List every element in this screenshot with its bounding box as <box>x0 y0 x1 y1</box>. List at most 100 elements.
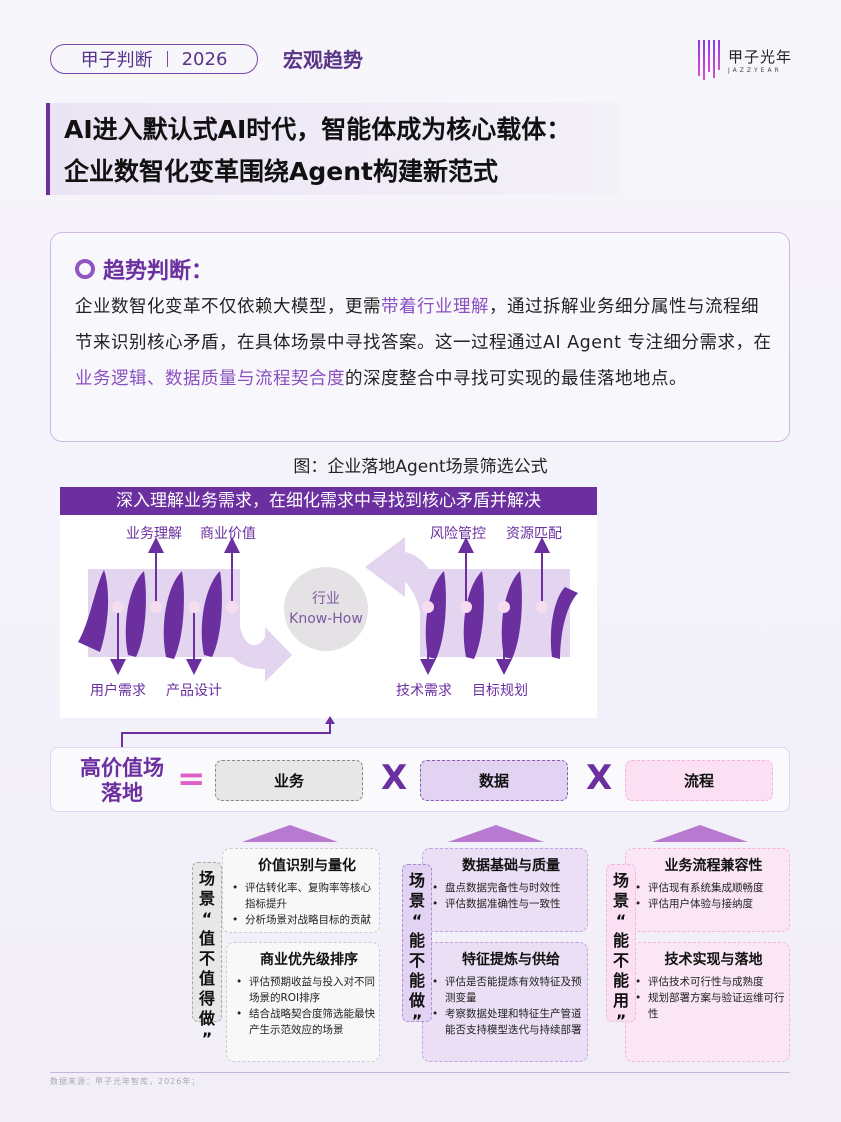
side-char: ” <box>201 1029 213 1048</box>
know-how-circle: 行业 Know-How <box>284 567 368 651</box>
spiral-graphic <box>78 537 578 682</box>
trend-heading: 趋势判断： <box>75 253 213 285</box>
card-item: 考察数据处理和特征生产管道能否支持模型迭代与持续部署 <box>432 1006 583 1038</box>
side-label-worth: 场景“值不值得做” <box>192 862 222 1048</box>
factor-process: 流程 <box>625 760 773 801</box>
page-title: AI进入默认式AI时代，智能体成为核心载体： 企业数智化变革围绕Agent构建新… <box>46 103 620 195</box>
side-char: 能 <box>408 971 425 990</box>
label-top: 风险管控 <box>430 526 486 542</box>
card-title: 数据基础与质量 <box>462 858 560 874</box>
card: 数据基础与质量 盘点数据完备性与时效性评估数据准确性与一致性 <box>422 848 588 932</box>
figure-caption: 图：企业落地Agent场景筛选公式 <box>293 457 548 477</box>
data-source: 数据来源：甲子光年智库，2026年； <box>50 1077 201 1086</box>
side-char: 场 <box>408 871 425 890</box>
card: 特征提炼与供给 评估是否能提炼有效特征及预测变量考察数据处理和特征生产管道能否支… <box>422 942 588 1062</box>
card-item: 评估现有系统集成顺畅度 <box>635 880 785 896</box>
card-item: 结合战略契合度筛选能最快产生示范效应的场景 <box>236 1006 375 1038</box>
side-char: 场 <box>612 871 629 890</box>
side-char: 能 <box>612 971 629 990</box>
side-char: 景 <box>198 889 215 908</box>
label-bottom: 技术需求 <box>396 683 452 699</box>
pill-brand: 甲子判断 <box>80 50 153 71</box>
card-item: 评估数据准确性与一致性 <box>432 896 583 912</box>
spiral-diagram: 深入理解业务需求，在细化需求中寻找到核心矛盾并解决 <box>60 487 597 718</box>
footer-divider <box>50 1072 790 1073</box>
card: 价值识别与量化 评估转化率、复购率等核心指标提升分析场景对战略目标的贡献 <box>222 848 380 933</box>
card-title: 技术实现与落地 <box>664 952 763 968</box>
equals-sign: = <box>177 759 206 799</box>
trend-body: 企业数智化变革不仅依赖大模型，更需带着行业理解，通过拆解业务细分属性与流程细节来… <box>75 289 775 397</box>
card-item: 评估是否能提炼有效特征及预测变量 <box>432 974 583 1006</box>
card: 商业优先级排序 评估预期收益与投入对不同场景的ROI排序结合战略契合度筛选能最快… <box>226 942 380 1062</box>
label-bottom: 产品设计 <box>166 683 222 699</box>
know-how-line-2: Know-How <box>289 611 363 627</box>
triangle-marker <box>242 825 338 842</box>
logo-bars-icon <box>698 40 720 80</box>
factor-business: 业务 <box>215 760 363 801</box>
trend-text: 的深度整合中寻找可实现的最佳落地地点。 <box>345 369 687 389</box>
pill-divider <box>166 51 168 67</box>
side-char: 不 <box>198 949 215 968</box>
card-item: 规划部署方案与验证运维可行性 <box>635 990 785 1022</box>
side-label-can-do: 场景“能不能做” <box>402 864 432 1030</box>
side-char: 不 <box>408 951 425 970</box>
label-top: 资源匹配 <box>506 526 562 542</box>
card-title: 商业优先级排序 <box>260 952 358 968</box>
header-pill: 甲子判断 2026 <box>50 44 258 74</box>
card: 业务流程兼容性 评估现有系统集成顺畅度评估用户体验与接纳度 <box>625 848 790 932</box>
card-item: 评估转化率、复购率等核心指标提升 <box>232 880 375 912</box>
card-title: 特征提炼与供给 <box>462 952 560 968</box>
side-char: 做 <box>408 991 425 1010</box>
label-top: 商业价值 <box>200 526 256 542</box>
logo-en: JAZZYEAR <box>728 67 782 74</box>
side-char: 景 <box>408 891 425 910</box>
side-char: 得 <box>198 989 215 1008</box>
side-char: 景 <box>612 891 629 910</box>
trend-highlight: 业务逻辑、数据质量与流程契合度 <box>75 369 345 389</box>
section-title: 宏观趋势 <box>283 48 363 72</box>
side-char: 用 <box>612 991 629 1010</box>
trend-heading-text: 趋势判断： <box>103 259 214 284</box>
left-spiral <box>78 569 292 682</box>
circle-icon <box>75 259 95 279</box>
trend-box: 趋势判断： 企业数智化变革不仅依赖大模型，更需带着行业理解，通过拆解业务细分属性… <box>50 232 790 442</box>
arrow-dots <box>112 601 548 613</box>
side-char: 场 <box>198 869 215 888</box>
side-char: “ <box>615 911 627 930</box>
triangle-marker <box>448 825 544 842</box>
side-char: ” <box>615 1011 627 1030</box>
card-item: 盘点数据完备性与时效性 <box>432 880 583 896</box>
side-char: “ <box>201 909 213 928</box>
diagram-banner: 深入理解业务需求，在细化需求中寻找到核心矛盾并解决 <box>60 487 597 515</box>
card-item: 评估用户体验与接纳度 <box>635 896 785 912</box>
factor-data: 数据 <box>420 760 568 801</box>
side-char: 能 <box>408 931 425 950</box>
side-label-can-use: 场景“能不能用” <box>606 864 636 1030</box>
card-item: 评估预期收益与投入对不同场景的ROI排序 <box>236 974 375 1006</box>
triangle-marker <box>652 825 748 842</box>
side-char: “ <box>411 911 423 930</box>
label-top: 业务理解 <box>126 526 182 542</box>
side-char: 值 <box>198 929 215 948</box>
label-bottom: 目标规划 <box>472 683 528 699</box>
logo-cn: 甲子光年 <box>728 48 793 66</box>
card-item: 分析场景对战略目标的贡献 <box>232 912 375 928</box>
trend-text: 企业数智化变革不仅依赖大模型，更需 <box>75 297 381 317</box>
right-spiral <box>365 537 578 659</box>
side-char: ” <box>411 1011 423 1030</box>
card: 技术实现与落地 评估技术可行性与成熟度规划部署方案与验证运维可行性 <box>625 942 790 1062</box>
arrows <box>110 537 550 675</box>
side-char: 值 <box>198 969 215 988</box>
side-char: 做 <box>198 1009 215 1028</box>
title-line-2: 企业数智化变革围绕Agent构建新范式 <box>64 157 498 186</box>
times-sign: X <box>381 758 408 798</box>
title-line-1: AI进入默认式AI时代，智能体成为核心载体： <box>64 115 572 144</box>
pill-year: 2026 <box>181 48 228 70</box>
formula-box: 高价值场落地 = 业务 X 数据 X 流程 <box>50 747 790 812</box>
label-bottom: 用户需求 <box>90 683 146 699</box>
trend-highlight: 带着行业理解 <box>381 297 489 317</box>
know-how-line-1: 行业 <box>312 591 340 607</box>
side-char: 不 <box>612 951 629 970</box>
card-item: 评估技术可行性与成熟度 <box>635 974 785 990</box>
